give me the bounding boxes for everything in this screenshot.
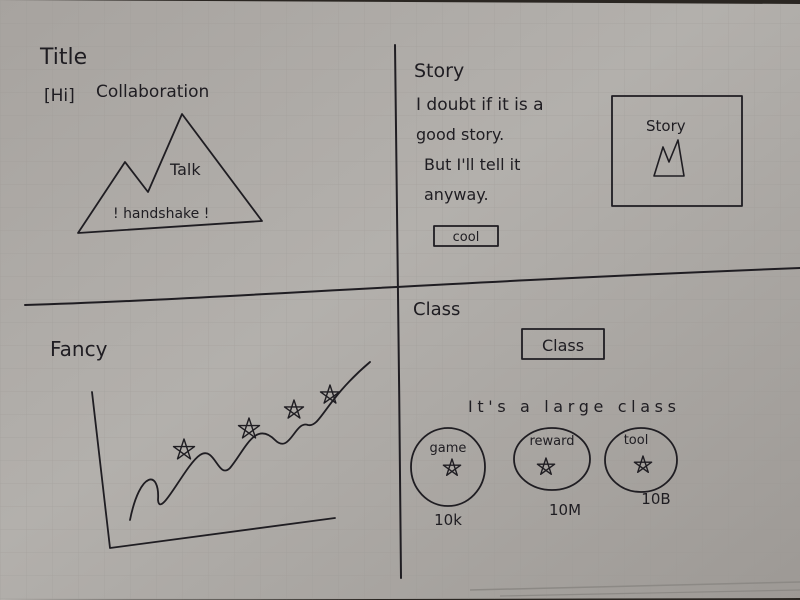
horizontal-divider <box>24 267 800 306</box>
story-image-label: Story <box>646 117 686 135</box>
story-line-2: good story. <box>416 125 504 144</box>
class-item-label: game <box>430 441 467 456</box>
class-heading: Class <box>413 299 460 320</box>
mountain-icon <box>653 139 685 177</box>
class-item-tool[interactable]: tool <box>604 427 678 493</box>
class-button-label: Class <box>542 336 584 355</box>
class-item-circle <box>604 427 678 493</box>
story-image-frame <box>611 95 743 207</box>
star-icon <box>536 457 556 475</box>
star-icon <box>283 399 305 419</box>
star-icon <box>172 438 196 460</box>
class-item-circle <box>513 427 591 491</box>
class-item-circle <box>410 427 486 507</box>
class-description: It's a large class <box>468 397 676 416</box>
mountain-label: Talk <box>169 160 201 179</box>
cool-button[interactable]: cool <box>433 225 499 247</box>
star-icon <box>442 458 462 476</box>
star-icon <box>237 417 261 439</box>
story-line-1: I doubt if it is a <box>416 95 544 115</box>
star-icon <box>319 384 341 404</box>
class-item-reward[interactable]: reward <box>513 427 591 491</box>
subtitle-text: Collaboration <box>96 82 209 102</box>
page-edge <box>469 581 800 591</box>
page-edge <box>499 589 800 597</box>
cool-button-label: cool <box>453 230 480 245</box>
mountain-image <box>77 113 263 234</box>
class-item-game[interactable]: game <box>410 427 486 507</box>
star-icon <box>633 455 653 473</box>
fancy-chart-sketch <box>91 361 371 549</box>
chart-axes <box>91 391 336 549</box>
story-line-3: But I'll tell it <box>424 155 520 174</box>
chart-wave <box>129 361 371 521</box>
title-heading: Title <box>39 45 87 70</box>
story-heading: Story <box>414 60 464 82</box>
class-item-label: reward <box>529 434 574 449</box>
subtitle-bracket: [Hi] <box>44 86 75 106</box>
class-item-count: 10k <box>434 511 462 529</box>
class-item-label: tool <box>624 433 649 448</box>
story-line-4: anyway. <box>424 185 489 204</box>
class-item-count: 10M <box>549 501 581 519</box>
class-button[interactable]: Class <box>521 328 605 360</box>
mountain-caption: ! handshake ! <box>113 206 209 222</box>
fancy-heading: Fancy <box>50 337 108 361</box>
vertical-divider <box>394 44 402 579</box>
class-item-count: 10B <box>641 490 670 508</box>
